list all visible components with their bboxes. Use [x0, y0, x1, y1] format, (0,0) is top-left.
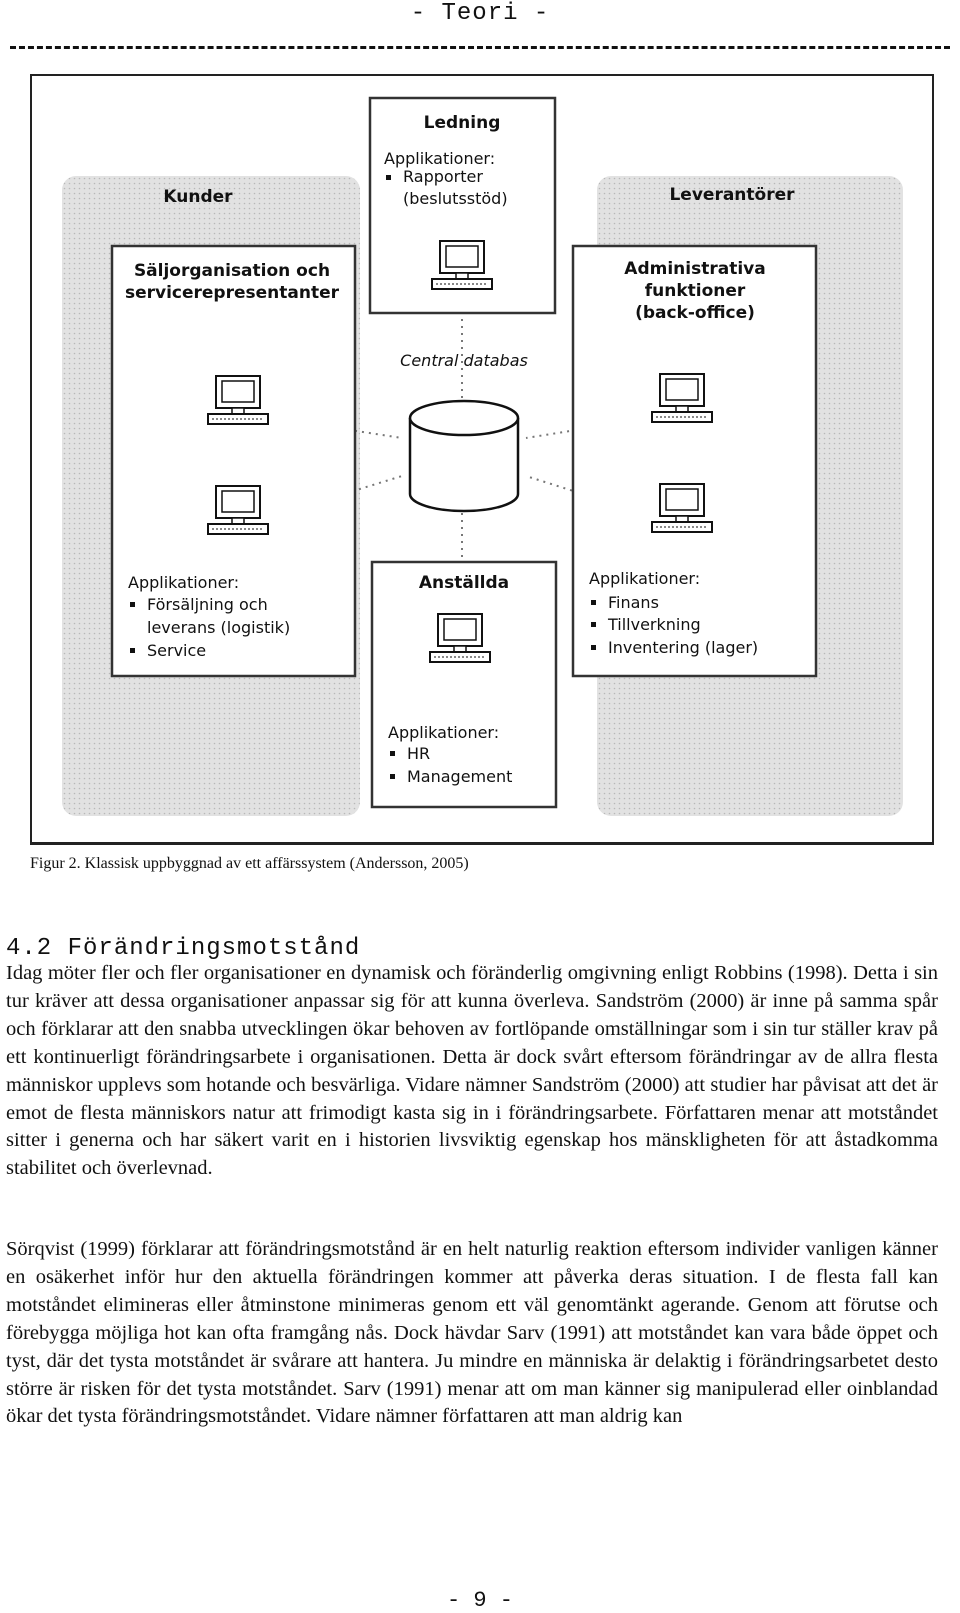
central-databas-label: Central databas [400, 351, 528, 370]
kunder-item-forsaljning: Försäljning och [147, 595, 268, 614]
body-paragraph-2: Sörqvist (1999) förklarar att förändring… [6, 1238, 938, 1428]
kunder-box-title-line2: servicerepresentanter [125, 283, 340, 303]
database-cylinder-icon [408, 399, 520, 513]
anstallda-computer-icon [429, 613, 491, 663]
anstallda-title: Anställda [419, 573, 509, 593]
kunder-computer-icon-1 [207, 375, 269, 425]
ledning-title: Ledning [424, 113, 501, 133]
ledning-apps-label: Applikationer: [384, 149, 495, 168]
leverantorer-item-inventering: Inventering (lager) [608, 638, 758, 657]
ledning-computer-icon [431, 240, 493, 290]
figure-caption: Figur 2. Klassisk uppbyggnad av ett affä… [30, 855, 469, 872]
leverantorer-item-tillverkning: Tillverkning [607, 615, 701, 634]
leverantorer-box-title-line2: funktioner [645, 281, 746, 301]
leverantorer-title: Leverantörer [669, 185, 795, 205]
kunder-computer-icon-2 [207, 485, 269, 535]
kunder-item-service: Service [147, 641, 206, 660]
ledning-item-beslutsstod: (beslutsstöd) [403, 189, 508, 208]
kunder-title: Kunder [163, 187, 233, 207]
anstallda-item-management: Management [407, 767, 512, 786]
leverantorer-item-finans: Finans [608, 593, 659, 612]
leverantorer-apps-label: Applikationer: [589, 569, 700, 588]
kunder-apps-label: Applikationer: [128, 573, 239, 592]
leverantorer-box [571, 244, 818, 678]
anstallda-apps-label: Applikationer: [388, 723, 499, 742]
anstallda-box [370, 560, 558, 809]
kunder-box [110, 244, 357, 678]
leverantorer-computer-icon-2 [651, 483, 713, 533]
kunder-box-title-line1: Säljorganisation och [134, 261, 330, 281]
section-heading: 4.2 Förändringsmotstånd [6, 935, 361, 962]
figure-erp-diagram: Ledning Applikationer: Rapporter (beslut… [30, 74, 934, 845]
leverantorer-computer-icon-1 [651, 373, 713, 423]
leverantorer-box-title-line3: (back-office) [635, 303, 755, 323]
running-header: - Teori - [410, 0, 550, 27]
header-divider [10, 46, 950, 49]
leverantorer-box-title-line1: Administrativa [624, 259, 765, 279]
anstallda-item-hr: HR [407, 744, 430, 763]
erp-diagram-svg: Ledning Applikationer: Rapporter (beslut… [62, 96, 903, 816]
kunder-item-leverans: leverans (logistik) [147, 618, 290, 637]
body-paragraph-1: Idag möter fler och fler organisationer … [6, 962, 938, 1180]
page-number: - 9 - [446, 1588, 513, 1613]
ledning-item-rapporter: Rapporter [403, 167, 483, 186]
